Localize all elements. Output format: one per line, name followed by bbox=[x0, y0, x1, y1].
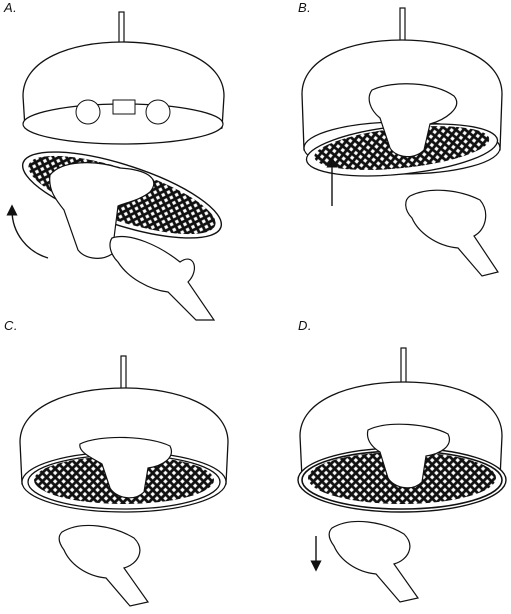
rotate-arrow-icon bbox=[12, 210, 48, 258]
lamp-socket bbox=[113, 100, 135, 114]
step-b-illustration bbox=[254, 0, 510, 300]
lamp-rod bbox=[401, 348, 406, 384]
lamp-rod bbox=[400, 8, 405, 44]
hand-lower bbox=[406, 190, 498, 276]
step-c-illustration bbox=[0, 312, 250, 612]
step-d-panel: D. bbox=[254, 312, 504, 612]
lamp-rod bbox=[121, 356, 126, 392]
step-a-panel: A. bbox=[0, 0, 250, 300]
bulb-left bbox=[76, 100, 100, 124]
step-c-panel: C. bbox=[0, 312, 250, 612]
lamp-rod bbox=[119, 12, 124, 46]
hand-lower bbox=[329, 521, 418, 602]
step-b-panel: B. bbox=[254, 0, 504, 300]
step-a-illustration bbox=[0, 0, 250, 320]
hand-lower bbox=[110, 237, 214, 320]
bulb-right bbox=[146, 100, 170, 124]
hand-lower bbox=[59, 525, 148, 606]
step-d-illustration bbox=[254, 312, 510, 612]
